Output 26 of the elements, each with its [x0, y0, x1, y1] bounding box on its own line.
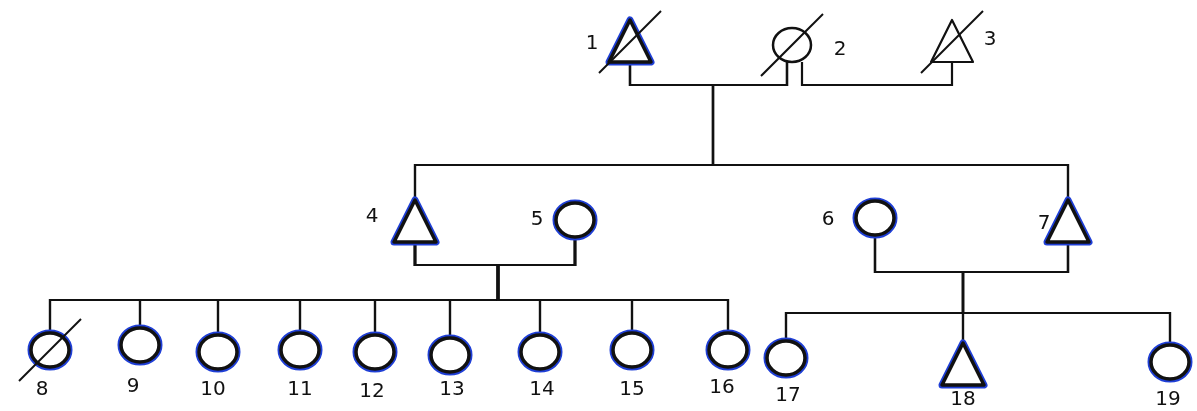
individual-number: 16	[709, 375, 735, 397]
individual-number: 3	[983, 27, 997, 49]
individual-number: 2	[833, 37, 847, 59]
individual-number: 10	[200, 377, 226, 399]
individual-number: 14	[529, 377, 555, 399]
individual-number: 18	[950, 387, 976, 409]
crossed-circle-symbol	[758, 11, 826, 79]
individual-number: 15	[619, 377, 645, 399]
crossed-triangle-symbol	[596, 8, 664, 76]
individual-number: 1	[585, 31, 599, 53]
individual-number: 7	[1037, 211, 1051, 233]
crossed-triangle-symbol	[918, 8, 986, 76]
individual-number: 19	[1155, 387, 1181, 409]
individual-number: 17	[775, 383, 801, 405]
individual-number: 4	[365, 204, 379, 226]
triangle-symbol	[389, 196, 441, 248]
pedigree-line	[800, 62, 954, 87]
individual-number: 6	[821, 207, 835, 229]
individual-number: 12	[359, 379, 385, 401]
individual-number: 13	[439, 377, 465, 399]
individual-number: 11	[287, 377, 313, 399]
triangle-symbol	[937, 339, 989, 391]
individual-number: 5	[530, 207, 544, 229]
pedigree-line	[496, 237, 730, 333]
individual-number: 9	[126, 374, 140, 396]
individual-number: 8	[35, 377, 49, 399]
